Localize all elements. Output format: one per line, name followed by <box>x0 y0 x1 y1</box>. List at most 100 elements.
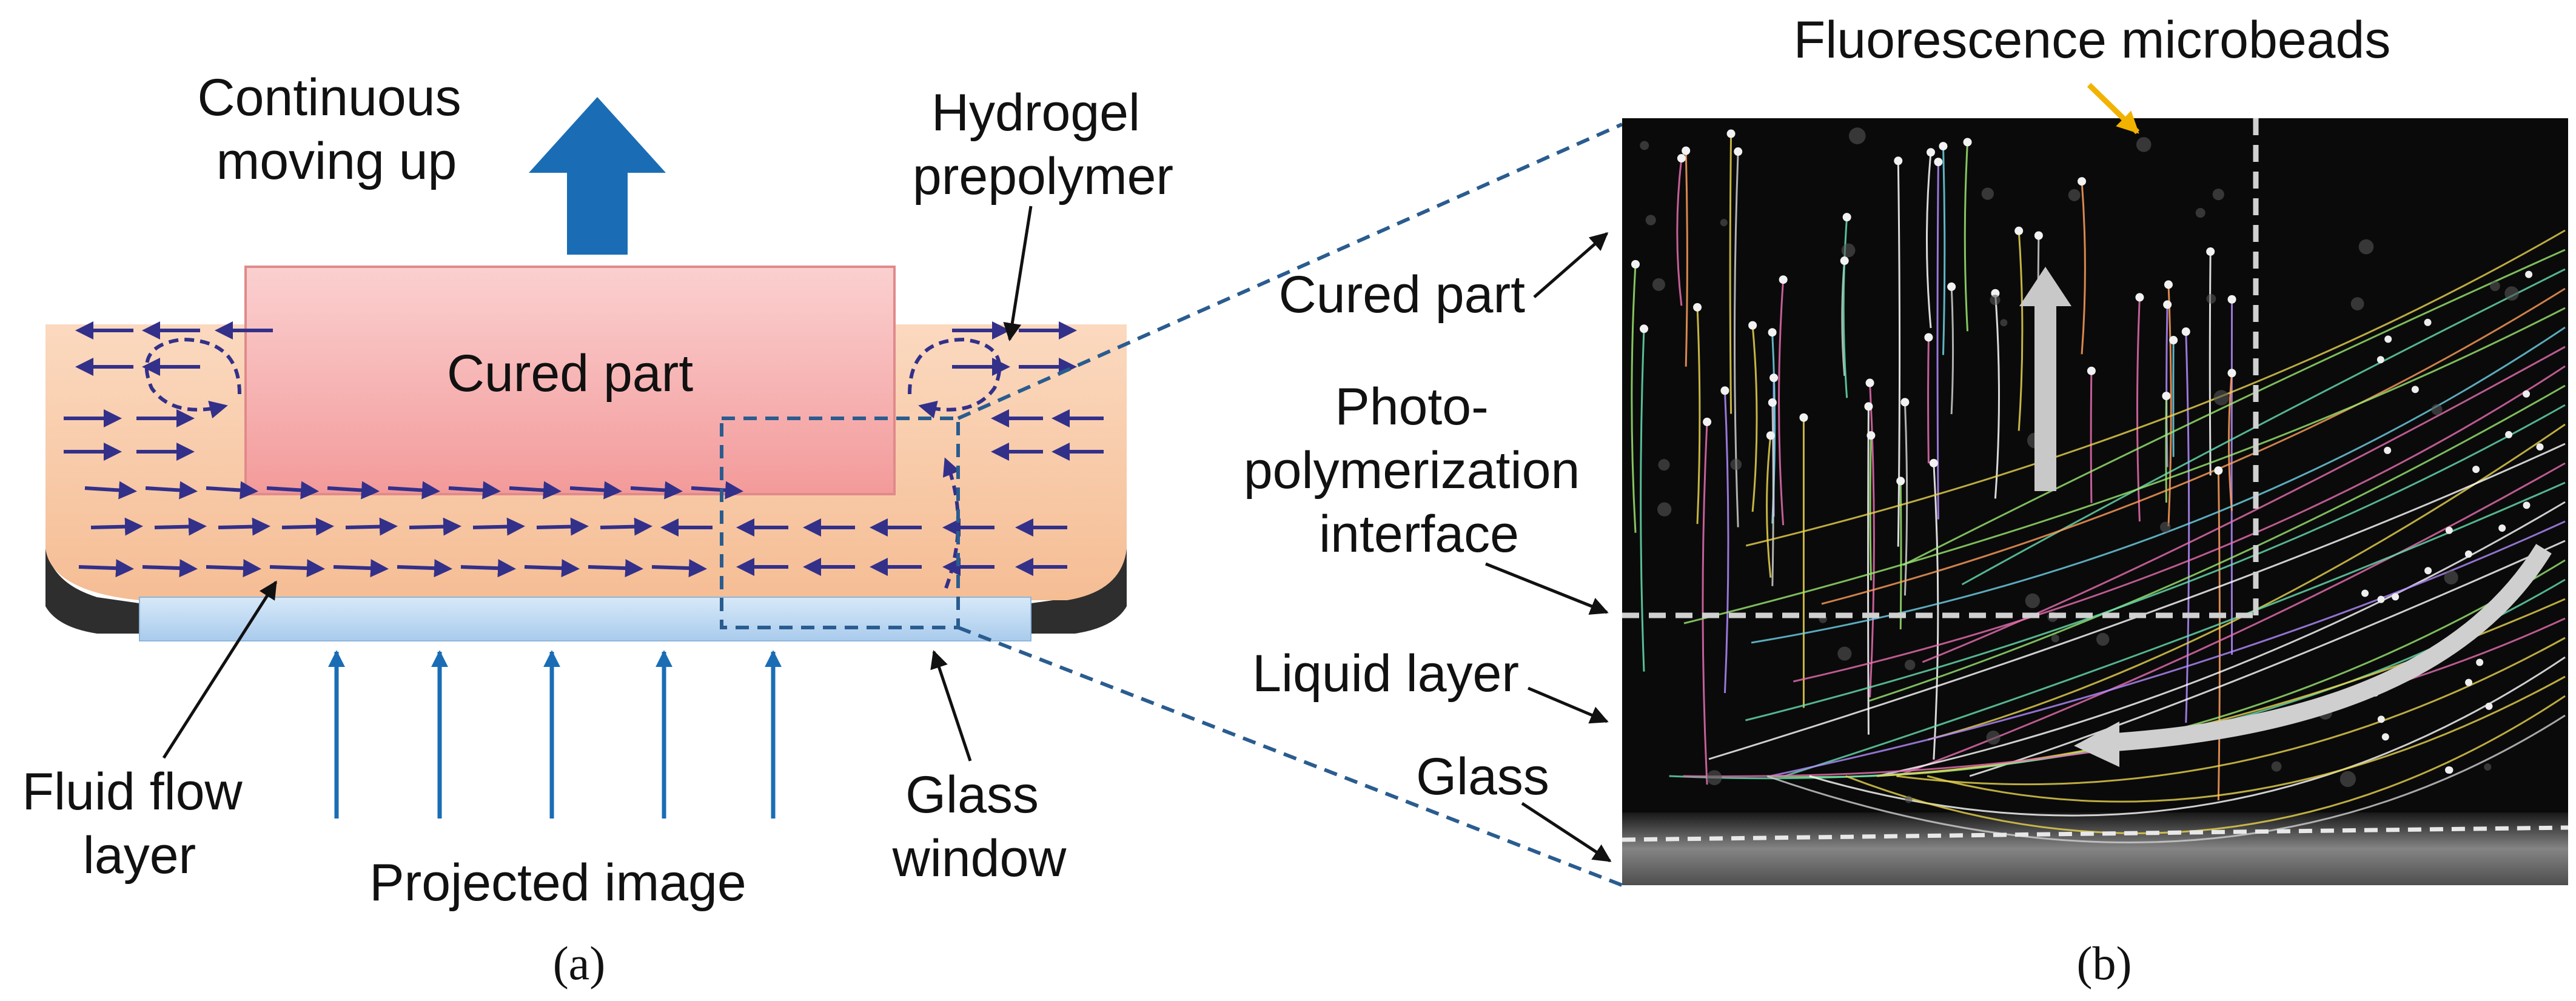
microbead <box>1640 324 1649 333</box>
microbead <box>1865 378 1874 387</box>
microscopy-image <box>1622 118 2568 885</box>
projected-image-arrows <box>328 650 782 819</box>
bead-track <box>1723 390 1729 694</box>
flow-arrow <box>536 517 589 536</box>
flow-arrow <box>524 559 580 578</box>
bead-track-curved <box>1922 346 2566 663</box>
bead-track <box>1903 402 1908 596</box>
microbead <box>2078 177 2087 186</box>
microbead <box>1900 398 1910 407</box>
bead-track <box>1734 151 1739 527</box>
zoom-line-bottom <box>957 626 1623 887</box>
fluorescence-microbeads-label: Fluorescence microbeads <box>1794 11 2391 69</box>
bead-track-curved <box>1683 307 2566 624</box>
bead-track <box>1696 307 1701 524</box>
flow-arrow <box>327 481 380 500</box>
microbead <box>1748 321 1757 330</box>
flow-arrow <box>448 481 501 500</box>
bead-trajectories <box>1631 133 2566 844</box>
bead-track <box>1927 337 1930 464</box>
background-spot <box>1657 502 1672 517</box>
flow-arrow <box>142 559 198 578</box>
microbead <box>2014 226 2024 235</box>
flow-arrow <box>206 481 258 500</box>
bead-track <box>1676 158 1683 306</box>
background-spot <box>2484 763 2492 771</box>
background-spot <box>2195 208 2205 218</box>
microbead <box>2377 595 2385 603</box>
microbead <box>2384 446 2392 454</box>
bead-track-curved <box>1877 501 2566 777</box>
bead-track-curved <box>1868 384 2566 702</box>
bead-track-curved <box>1845 695 2566 834</box>
flow-arrow <box>206 559 261 578</box>
background-spot <box>2096 632 2110 646</box>
background-spot <box>2490 281 2500 292</box>
microbead <box>1703 417 1712 426</box>
bead-track <box>2136 297 2141 522</box>
fluid-flow-layer-label: Fluid flow layer <box>22 763 257 885</box>
microbead <box>2464 550 2472 558</box>
flow-arrow <box>281 517 334 536</box>
background-spot <box>1904 659 1916 671</box>
flow-arrow <box>691 481 743 500</box>
bead-track <box>1751 325 1758 512</box>
bead-track <box>1964 142 1969 332</box>
microbead <box>1924 333 1933 342</box>
bead-track <box>1766 435 1772 578</box>
background-spot <box>2068 189 2081 201</box>
microbead <box>2169 336 2178 345</box>
microbead <box>1677 154 1686 163</box>
flow-arrow <box>90 517 143 536</box>
bead-track <box>1950 286 1954 415</box>
microbead <box>1768 328 1777 337</box>
flow-arrow <box>387 481 440 500</box>
panel-b: Fluorescence microbeads Cured part Photo… <box>1244 11 2569 989</box>
bead-track-curved <box>1902 249 2566 566</box>
bead-track-curved <box>1770 520 2566 777</box>
panel-a: Cured part Continuous moving up Hydrogel… <box>22 69 1623 989</box>
microbead <box>2206 247 2215 256</box>
flow-arrow <box>269 559 325 578</box>
bead-track <box>1942 146 1946 355</box>
background-spot <box>1706 770 1722 785</box>
microbead <box>2424 567 2432 575</box>
microbead <box>1766 431 1775 440</box>
microbead <box>2381 733 2389 741</box>
caption-a: (a) <box>553 937 606 989</box>
flow-arrow <box>409 517 461 536</box>
microbead <box>1779 275 1788 284</box>
background-spot <box>2000 319 2008 327</box>
bead-track-curved <box>1745 229 2566 547</box>
bead-track-curved <box>1745 404 2566 721</box>
flow-arrows <box>64 321 1104 578</box>
microbead <box>1726 129 1736 138</box>
fluid-flow-pointer <box>162 580 278 759</box>
background-spot <box>2212 189 2224 201</box>
microbead <box>2377 715 2385 723</box>
flow-arrow <box>588 559 643 578</box>
cured-part-pointer-b <box>1533 232 1609 298</box>
flow-arrow <box>154 517 207 536</box>
bead-track-curved <box>1896 637 2566 786</box>
microbead <box>1769 373 1779 383</box>
hydrogel-pointer <box>1003 206 1033 341</box>
microbead <box>1894 156 1903 166</box>
flow-arrow <box>397 559 452 578</box>
microbead <box>2472 466 2480 474</box>
background-spot <box>1640 141 1649 150</box>
background-spot <box>2051 634 2059 643</box>
microbead <box>2135 293 2144 302</box>
microbead <box>2446 766 2454 774</box>
microbead <box>2162 392 2171 401</box>
background-spot <box>2350 297 2364 310</box>
bead-track <box>1778 280 1785 526</box>
microbead <box>1939 142 1948 151</box>
microbead <box>1693 303 1702 312</box>
bead-track <box>1936 162 1939 520</box>
microbeads-pointer <box>2087 82 2140 135</box>
flow-direction-arrowhead-b <box>2074 721 2119 767</box>
liquid-layer-label: Liquid layer <box>1252 644 1519 703</box>
microbead <box>1734 147 1743 156</box>
bead-track <box>1867 406 1870 735</box>
